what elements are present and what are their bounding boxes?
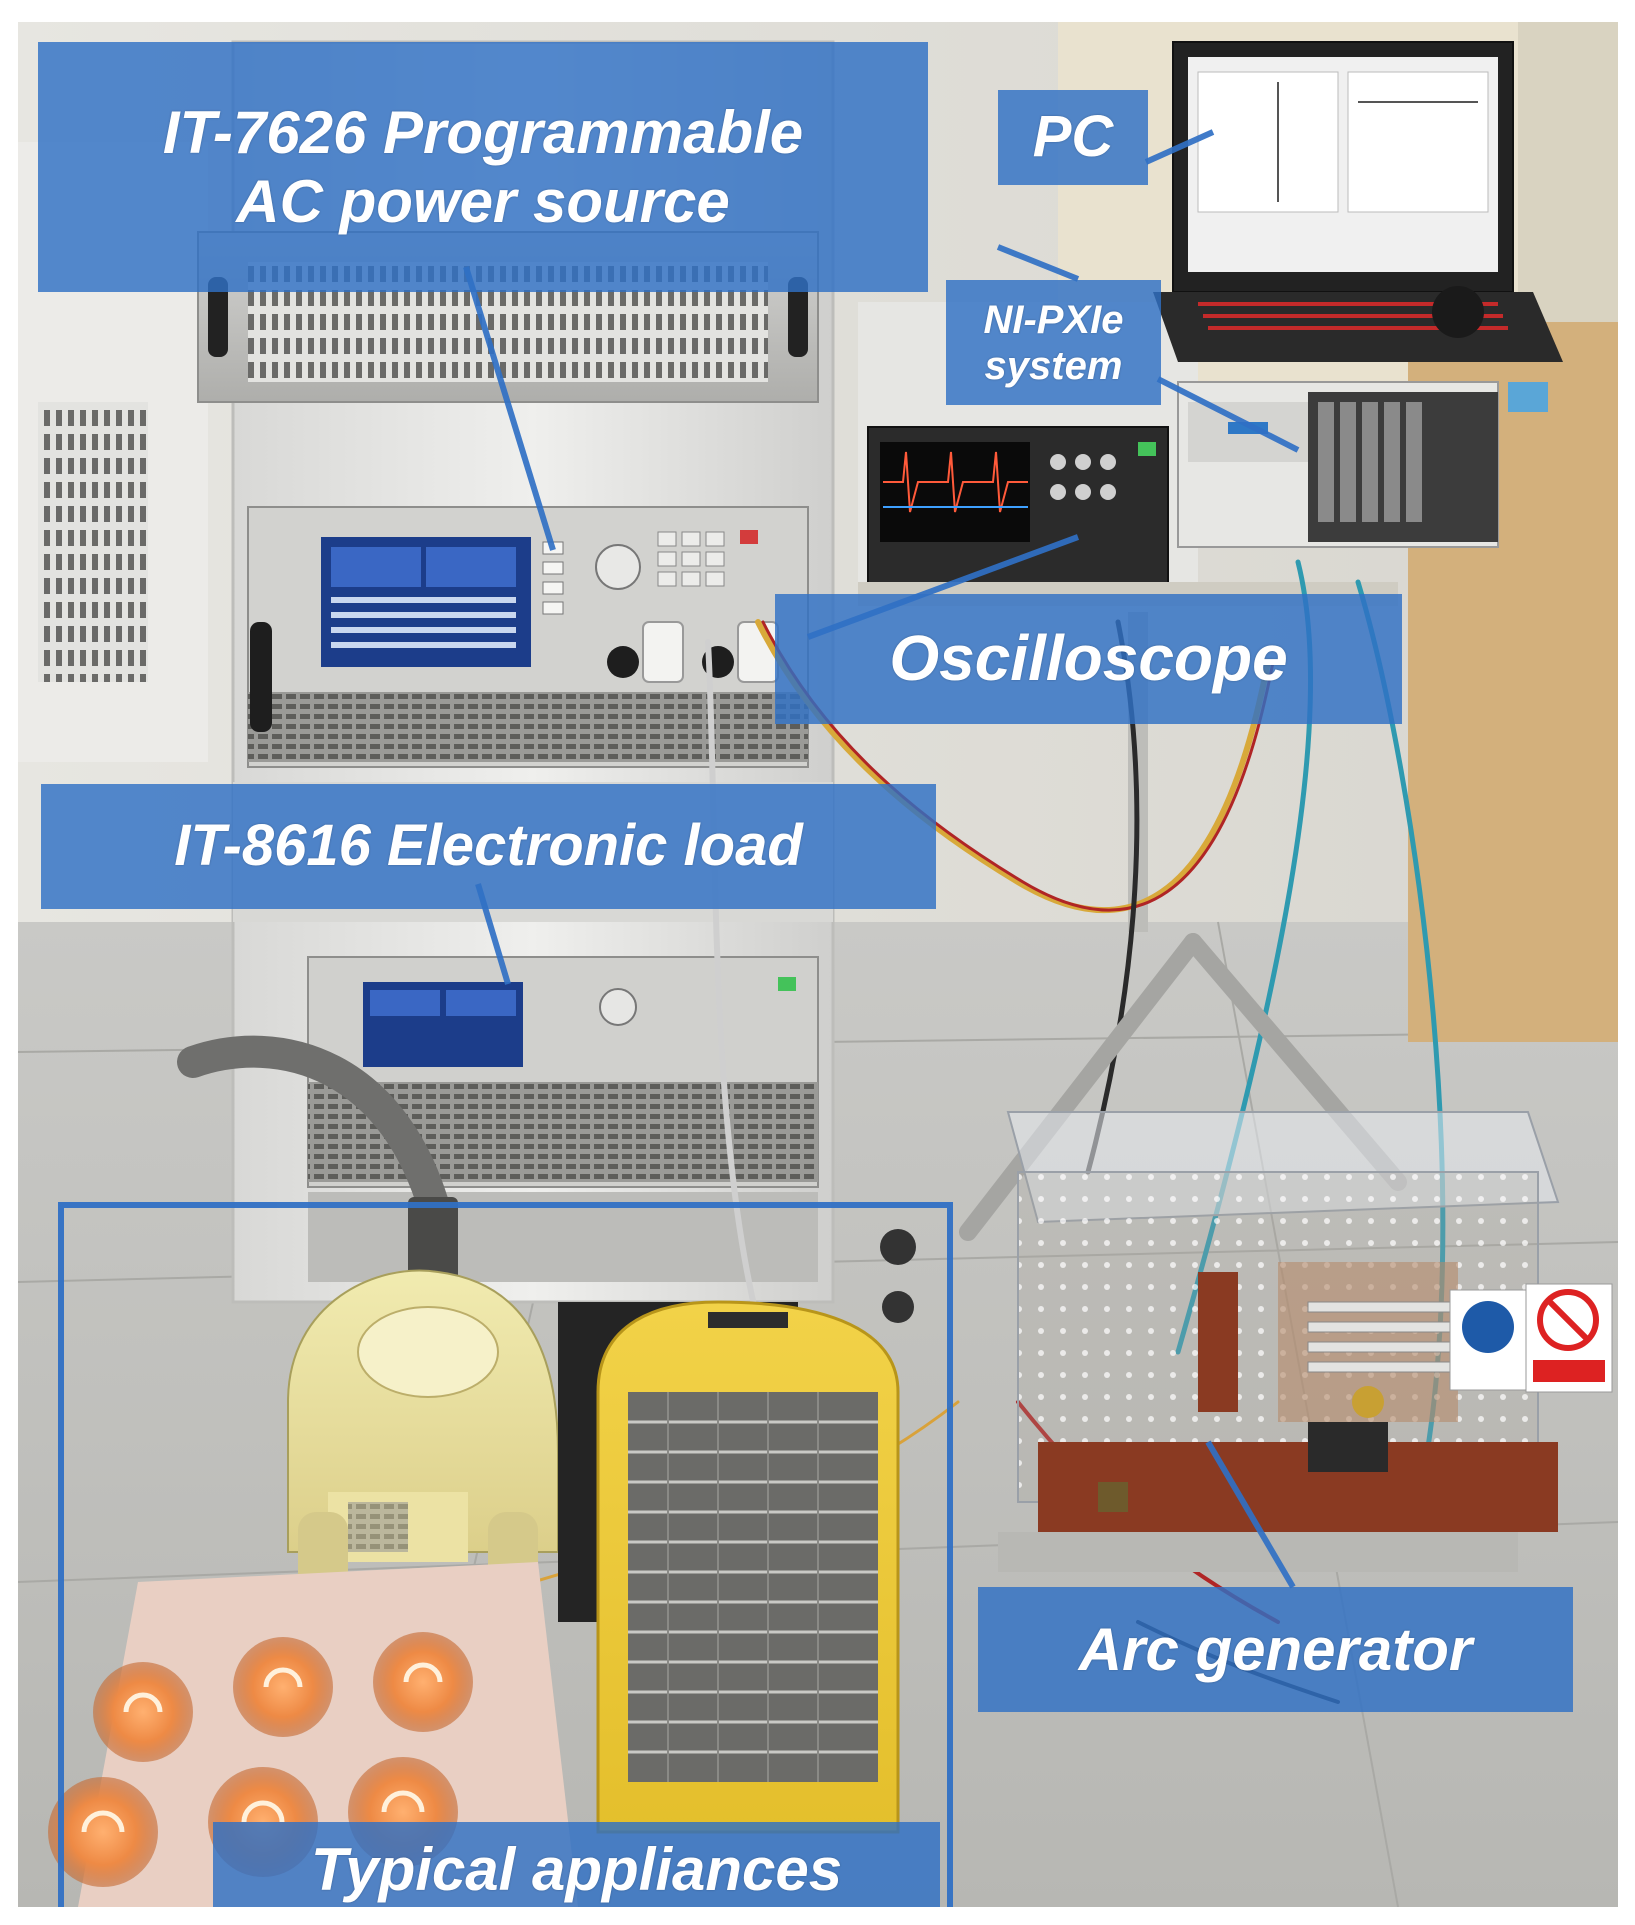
pc-label: PC — [998, 90, 1148, 185]
lab-setup-photo: IT-7626 Programmable AC power source PC … — [18, 22, 1618, 1907]
oscilloscope-label: Oscilloscope — [775, 594, 1402, 724]
ac-power-source-label-line1: IT-7626 Programmable — [162, 99, 804, 166]
typical-appliances-label-text: Typical appliances — [310, 1836, 843, 1903]
typical-appliances-label: Typical appliances — [213, 1822, 940, 1907]
ac-power-source-label: IT-7626 Programmable AC power source — [38, 42, 928, 292]
ni-pxie-label-line1: NI-PXIe — [983, 297, 1124, 342]
ni-pxie-label-line2: system — [984, 343, 1123, 388]
electronic-load-label-text: IT-8616 Electronic load — [174, 813, 803, 879]
typical-appliances-frame — [58, 1202, 953, 1907]
electronic-load-label: IT-8616 Electronic load — [41, 784, 936, 909]
arc-generator-label: Arc generator — [978, 1587, 1573, 1712]
arc-generator-label-text: Arc generator — [1078, 1616, 1473, 1683]
ni-pxie-label: NI-PXIe system — [946, 280, 1161, 405]
oscilloscope-label-text: Oscilloscope — [889, 622, 1288, 695]
ac-power-source-label-line2: AC power source — [236, 168, 730, 235]
pc-label-text: PC — [1032, 104, 1114, 170]
